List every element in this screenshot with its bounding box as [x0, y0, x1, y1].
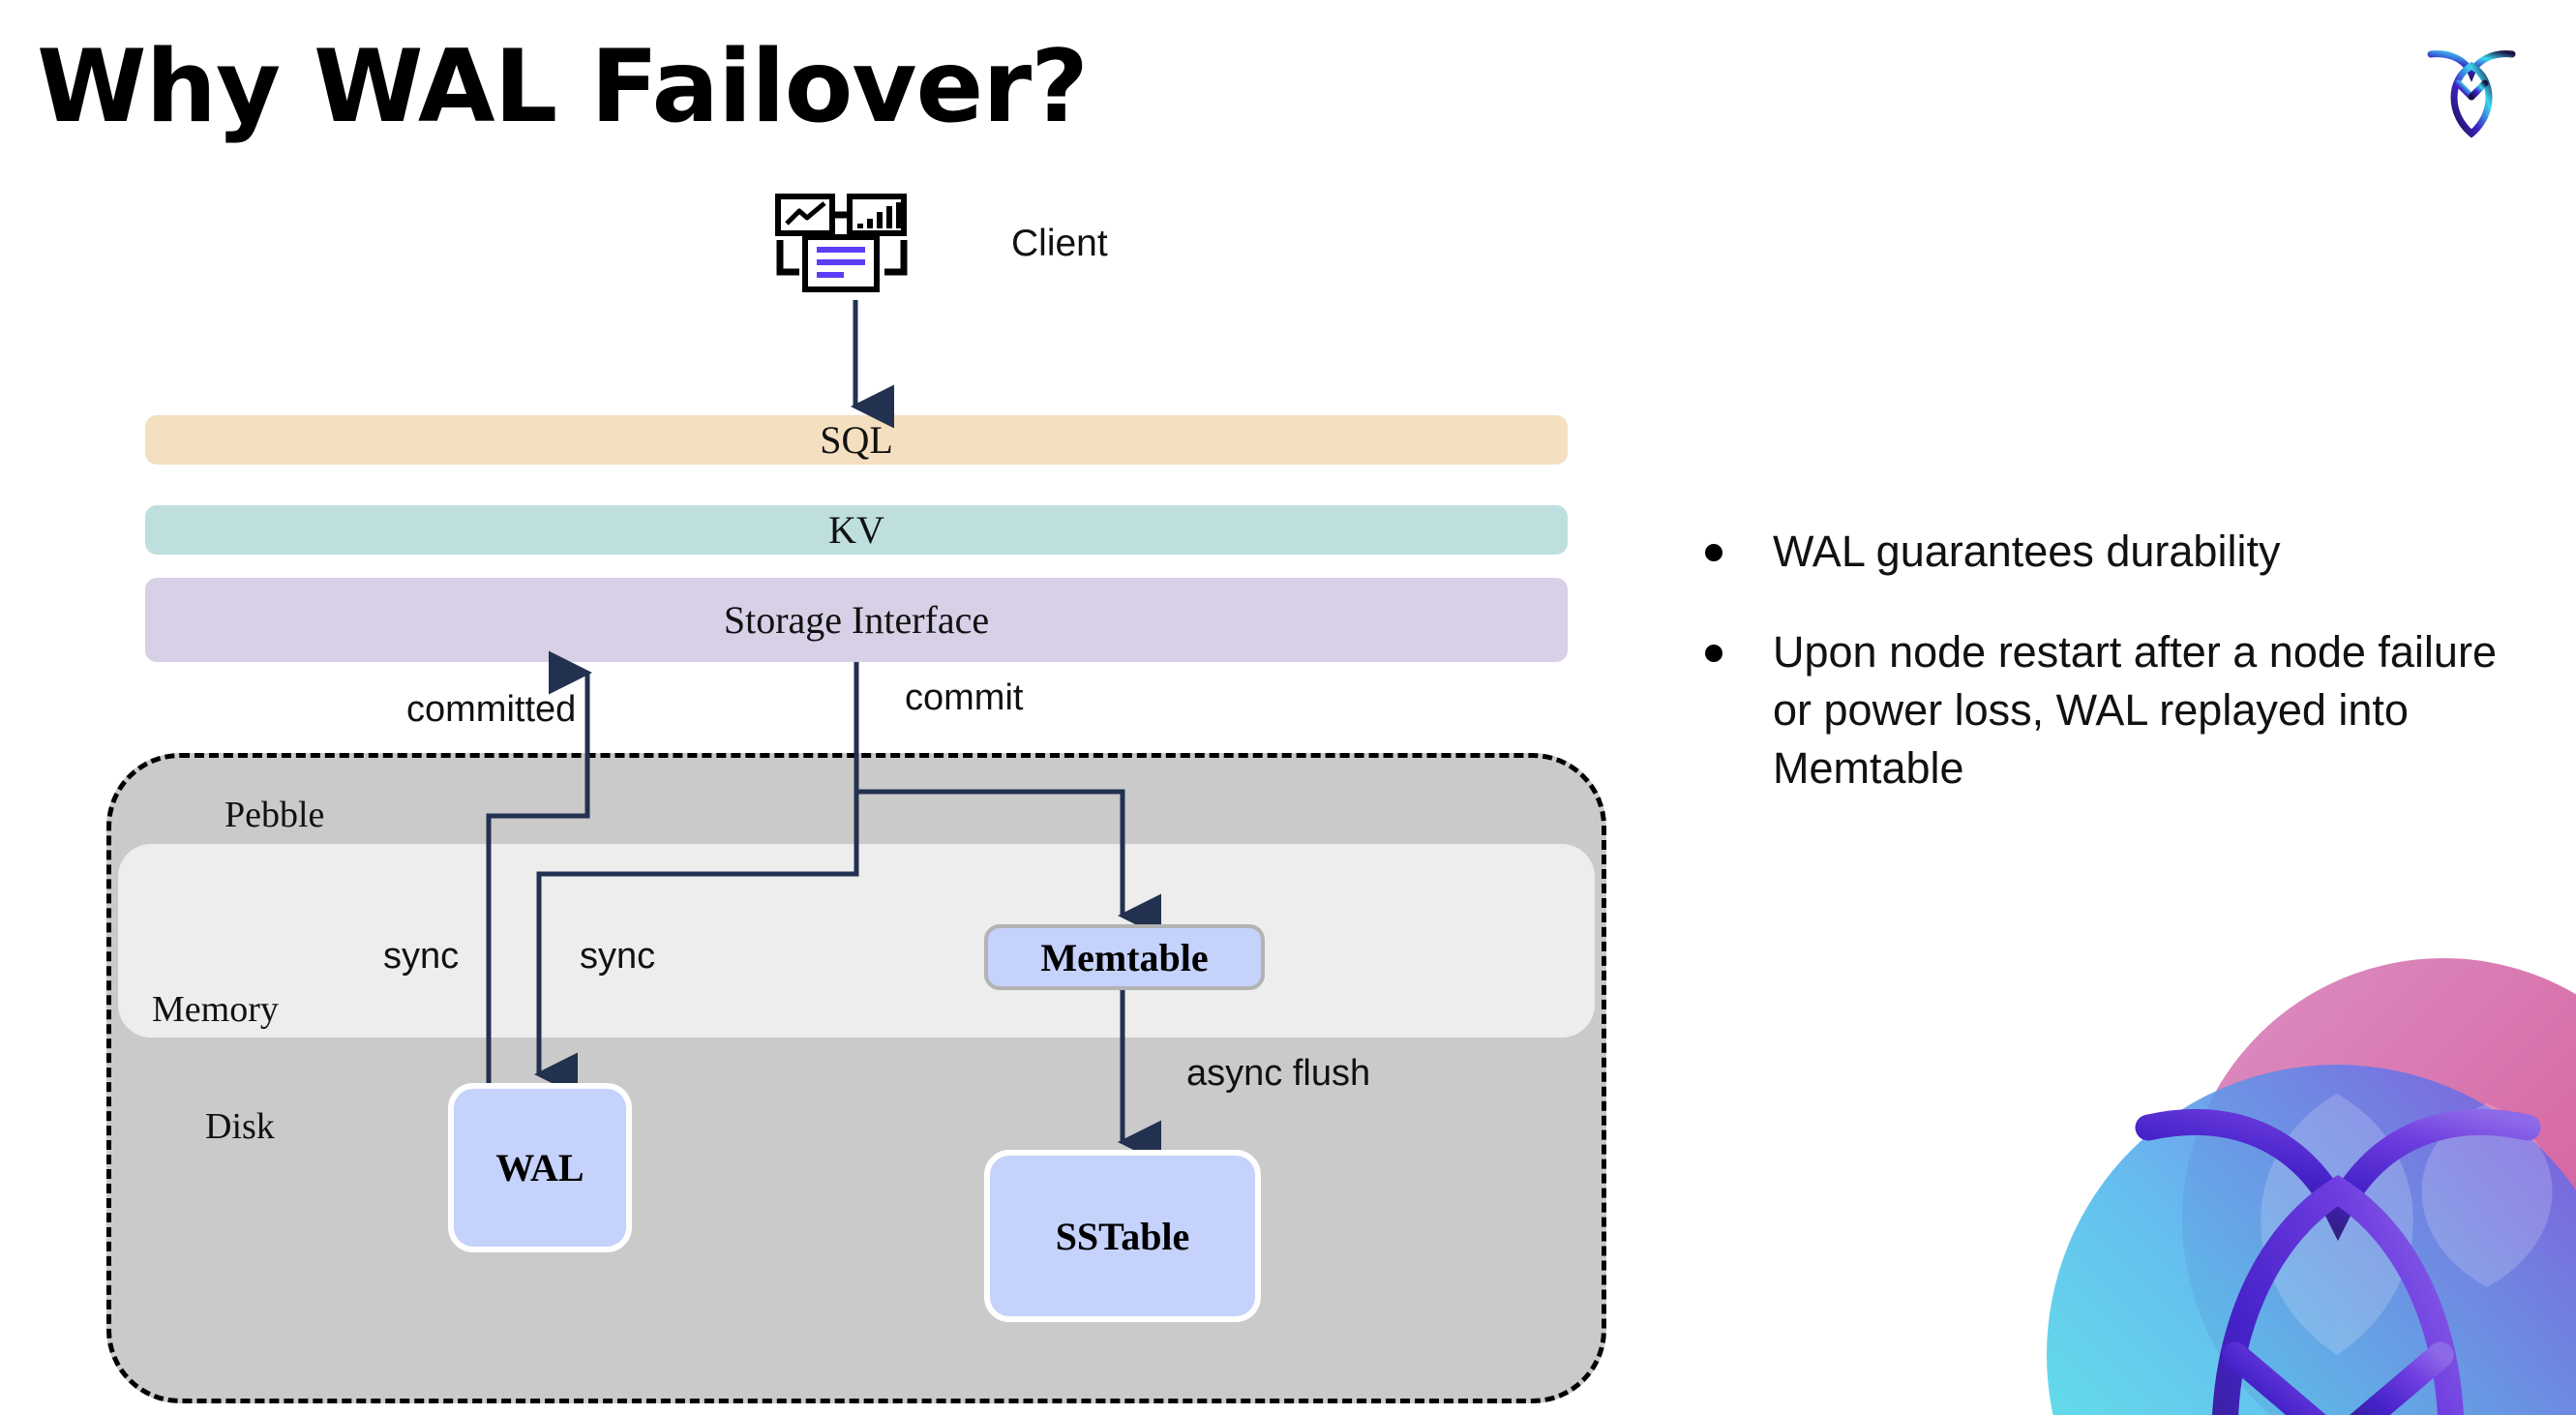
bullet-text: Upon node restart after a node failure o… [1773, 626, 2497, 793]
client-monitor-icon [775, 194, 908, 292]
cockroach-logo [2427, 50, 2516, 138]
bullet-text: WAL guarantees durability [1773, 527, 2281, 576]
page-title: Why WAL Failover? [37, 29, 1089, 145]
list-item: Upon node restart after a node failure o… [1705, 623, 2518, 798]
bullet-dot-icon [1705, 644, 1722, 662]
edge-label-sync-left: sync [383, 936, 460, 977]
pebble-label: Pebble [225, 795, 325, 835]
bullet-dot-icon [1705, 544, 1722, 561]
client-label: Client [1011, 223, 1108, 264]
bullet-list: WAL guarantees durability Upon node rest… [1705, 523, 2518, 839]
memory-label: Memory [152, 989, 279, 1030]
memory-region [118, 844, 1595, 1038]
layer-bar-sql[interactable]: SQL [145, 415, 1568, 465]
list-item: WAL guarantees durability [1705, 523, 2518, 581]
edge-label-async-flush: async flush [1186, 1053, 1371, 1094]
decorative-circles [2047, 958, 2576, 1415]
node-wal[interactable]: WAL [448, 1083, 632, 1252]
edge-label-commit: commit [905, 677, 1024, 718]
edge-label-sync-right: sync [580, 936, 656, 977]
edge-label-committed: committed [406, 689, 577, 730]
node-sstable[interactable]: SSTable [984, 1150, 1261, 1322]
disk-label: Disk [205, 1106, 275, 1147]
layer-bar-storage[interactable]: Storage Interface [145, 578, 1568, 662]
layer-bar-kv[interactable]: KV [145, 505, 1568, 555]
node-memtable[interactable]: Memtable [984, 924, 1265, 990]
